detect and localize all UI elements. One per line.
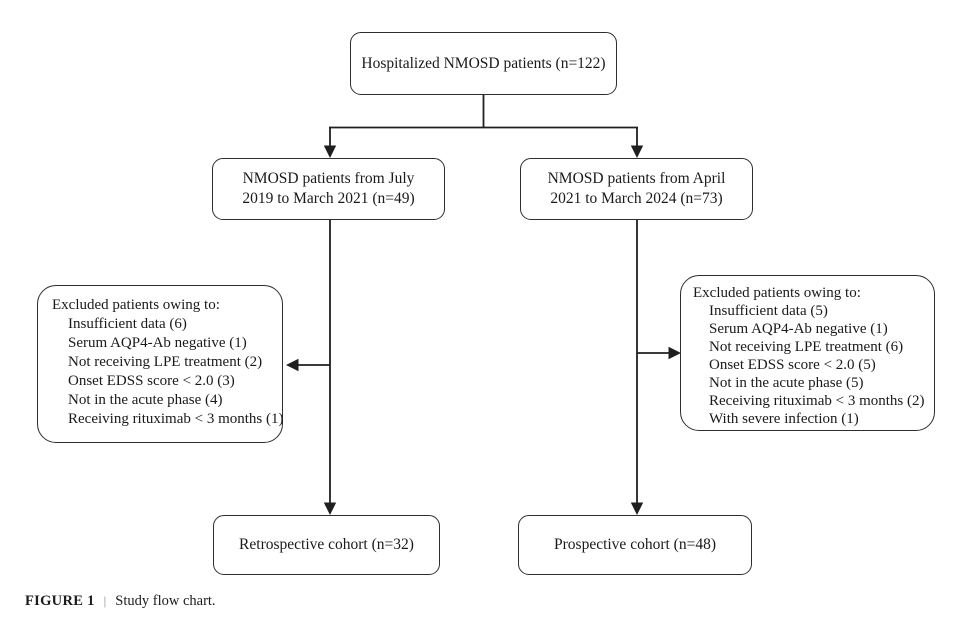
figure-caption-label: FIGURE 1 xyxy=(25,593,95,609)
box-excluded-left: Excluded patients owing to: Insufficient… xyxy=(37,285,284,443)
box-prospective-period: NMOSD patients from April 2021 to March … xyxy=(520,158,753,220)
arrow-down-bottom-right-icon xyxy=(630,502,644,515)
excluded-right-item: With severe infection (1) xyxy=(709,411,859,427)
arrow-down-mid-right-icon xyxy=(630,145,644,158)
box-hospitalized-patients: Hospitalized NMOSD patients (n=122) xyxy=(350,32,617,95)
excluded-right-item: Not in the acute phase (5) xyxy=(709,375,864,391)
arrow-right-exclusion-icon xyxy=(668,346,681,360)
excluded-left-item: Serum AQP4-Ab negative (1) xyxy=(68,335,247,351)
figure-caption: FIGURE 1 | Study flow chart. xyxy=(25,593,216,610)
arrow-left-exclusion-icon xyxy=(286,358,299,372)
box-retrospective-period-line1: NMOSD patients from July xyxy=(242,170,415,188)
excluded-left-header: Excluded patients owing to: xyxy=(52,297,220,313)
excluded-right-item: Onset EDSS score < 2.0 (5) xyxy=(709,357,876,373)
box-hospitalized-patients-label: Hospitalized NMOSD patients (n=122) xyxy=(361,54,606,72)
box-prospective-cohort-label: Prospective cohort (n=48) xyxy=(554,536,716,554)
excluded-right-header: Excluded patients owing to: xyxy=(693,285,861,301)
figure-caption-text: Study flow chart. xyxy=(115,593,216,609)
excluded-right-item: Receiving rituximab < 3 months (2) xyxy=(709,393,925,409)
box-prospective-cohort: Prospective cohort (n=48) xyxy=(518,515,752,575)
excluded-left-item: Not in the acute phase (4) xyxy=(68,392,223,408)
excluded-right-item: Insufficient data (5) xyxy=(709,303,828,319)
excluded-right-item: Serum AQP4-Ab negative (1) xyxy=(709,321,888,337)
box-excluded-right: Excluded patients owing to: Insufficient… xyxy=(680,275,935,431)
excluded-left-item: Insufficient data (6) xyxy=(68,316,187,332)
figure-caption-separator: | xyxy=(103,593,107,608)
excluded-left-item: Not receiving LPE treatment (2) xyxy=(68,354,263,370)
box-retrospective-period: NMOSD patients from July 2019 to March 2… xyxy=(212,158,445,220)
box-retrospective-period-line2: 2019 to March 2021 (n=49) xyxy=(242,190,415,207)
box-prospective-period-line2: 2021 to March 2024 (n=73) xyxy=(550,190,723,207)
excluded-left-item: Onset EDSS score < 2.0 (3) xyxy=(68,373,235,389)
excluded-right-item: Not receiving LPE treatment (6) xyxy=(709,339,904,355)
box-retrospective-cohort-label: Retrospective cohort (n=32) xyxy=(239,536,414,554)
box-retrospective-cohort: Retrospective cohort (n=32) xyxy=(213,515,440,575)
arrow-down-mid-left-icon xyxy=(323,145,337,158)
arrow-down-bottom-left-icon xyxy=(323,502,337,515)
box-prospective-period-line1: NMOSD patients from April xyxy=(547,170,726,188)
excluded-left-item: Receiving rituximab < 3 months (1) xyxy=(68,411,284,427)
